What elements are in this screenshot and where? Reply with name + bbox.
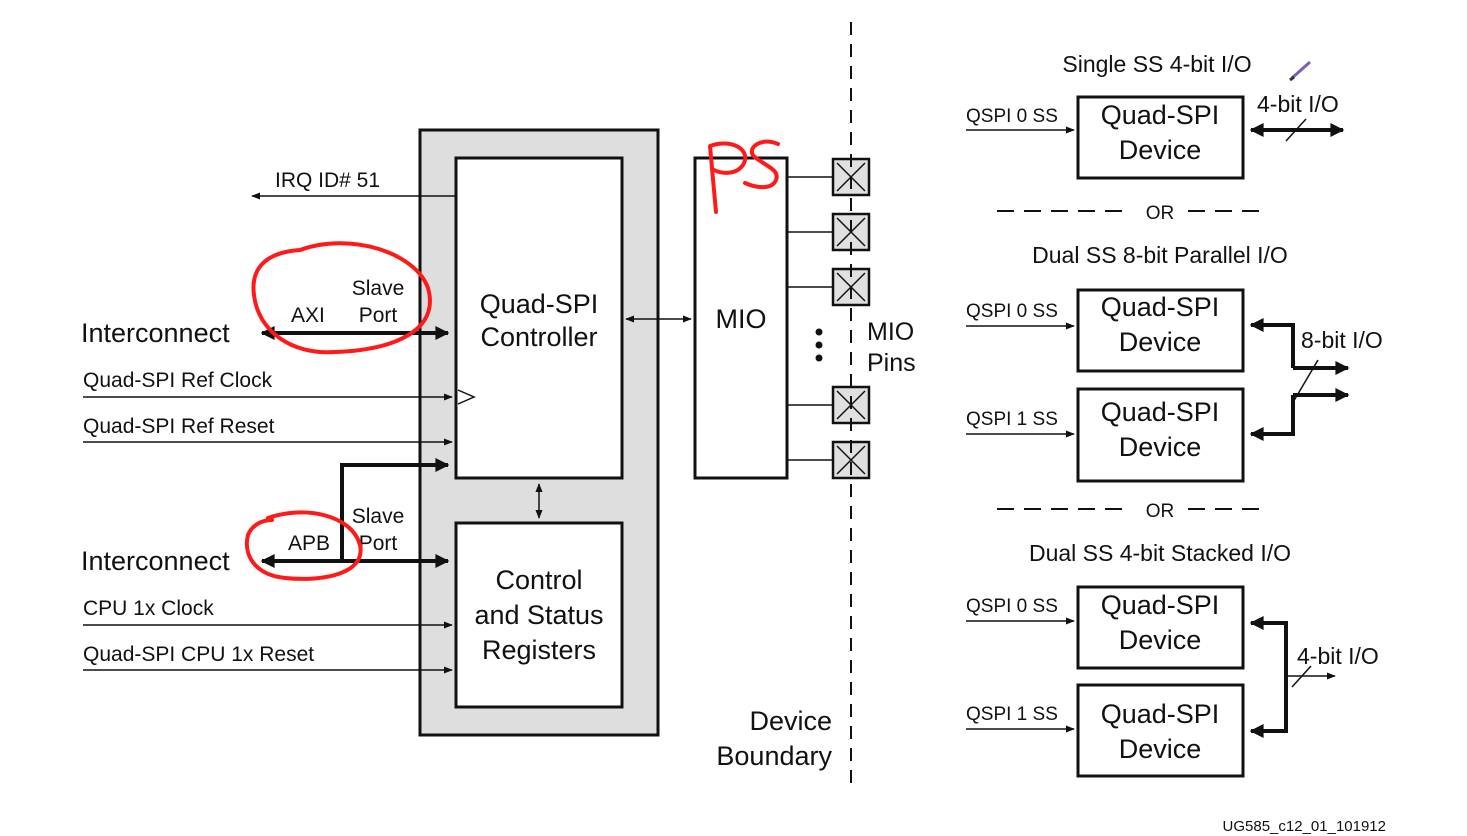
red-annotation bbox=[244, 139, 780, 581]
qspi1-ss-label: QSPI 1 SS bbox=[966, 409, 1058, 430]
qspi1-ss-label: QSPI 1 SS bbox=[966, 704, 1058, 725]
axi-interconnect-label: Interconnect bbox=[81, 318, 230, 348]
parallel-io-top-bus bbox=[1249, 318, 1295, 368]
device-label-line2: Device bbox=[1119, 135, 1202, 165]
dual-parallel-title: Dual SS 8-bit Parallel I/O bbox=[1032, 242, 1288, 268]
controller-label-line2: Controller bbox=[480, 322, 597, 352]
clock-input-triangle bbox=[457, 389, 476, 405]
quad-spi-device-box bbox=[1076, 387, 1245, 483]
mio-pins-label-line1: MIO bbox=[867, 318, 914, 346]
bus-width-slash bbox=[1291, 359, 1319, 405]
single-io-label: 4-bit I/O bbox=[1257, 91, 1339, 117]
ellipsis-dot bbox=[815, 354, 823, 362]
parallel-io-bottom-bus bbox=[1249, 395, 1295, 441]
registers-label-line3: Registers bbox=[482, 635, 596, 665]
device-label-line1: Quad-SPI bbox=[1101, 100, 1220, 130]
apb-label: APB bbox=[288, 532, 330, 555]
mio-box bbox=[693, 156, 789, 480]
apb-slave-label-line2: Port bbox=[359, 532, 398, 555]
quad-spi-device-box bbox=[1076, 95, 1245, 180]
apb-slave-label-line1: Slave bbox=[352, 505, 405, 528]
dual-stacked-title: Dual SS 4-bit Stacked I/O bbox=[1029, 540, 1291, 566]
registers-label-line2: and Status bbox=[474, 600, 603, 630]
axi-slave-label-line2: Port bbox=[359, 304, 398, 327]
control-status-registers-box bbox=[454, 521, 624, 709]
device-label-line1: Quad-SPI bbox=[1101, 699, 1220, 729]
quad-spi-device-box bbox=[1076, 585, 1245, 670]
mio-label: MIO bbox=[716, 304, 767, 334]
parallel-io-label: 8-bit I/O bbox=[1301, 327, 1383, 353]
qspi0-ss-label: QSPI 0 SS bbox=[966, 596, 1058, 617]
irq-label: IRQ ID# 51 bbox=[275, 169, 380, 192]
device-label-line1: Quad-SPI bbox=[1101, 590, 1220, 620]
ellipsis-dot bbox=[815, 341, 823, 349]
device-label-line2: Device bbox=[1119, 734, 1202, 764]
or-separator-label: OR bbox=[1146, 203, 1175, 224]
apb-circle-annotation bbox=[244, 510, 363, 581]
ellipsis-dot bbox=[815, 328, 823, 336]
device-label-line2: Device bbox=[1119, 432, 1202, 462]
or-separator-label: OR bbox=[1146, 501, 1175, 522]
device-label-line2: Device bbox=[1119, 327, 1202, 357]
controller-label-line1: Quad-SPI bbox=[480, 289, 599, 319]
stacked-io-label: 4-bit I/O bbox=[1297, 643, 1379, 669]
quad-spi-controller-box bbox=[454, 156, 624, 480]
bus-width-slash bbox=[1285, 118, 1307, 142]
axi-circle-annotation bbox=[251, 241, 432, 355]
cpu-clock-label: CPU 1x Clock bbox=[83, 597, 214, 620]
axi-slave-label-line1: Slave bbox=[352, 277, 405, 300]
device-boundary-line2: Boundary bbox=[716, 741, 832, 771]
cpu-reset-label: Quad-SPI CPU 1x Reset bbox=[83, 643, 314, 666]
mio-pins-label-line2: Pins bbox=[867, 349, 916, 377]
ref-reset-label: Quad-SPI Ref Reset bbox=[83, 415, 275, 438]
axi-label: AXI bbox=[291, 304, 325, 327]
device-label-line1: Quad-SPI bbox=[1101, 292, 1220, 322]
single-ss-title: Single SS 4-bit I/O bbox=[1062, 51, 1251, 77]
qspi0-ss-label: QSPI 0 SS bbox=[966, 301, 1058, 322]
bus-width-slash bbox=[1291, 665, 1312, 688]
device-boundary-line1: Device bbox=[749, 706, 832, 736]
registers-label-line1: Control bbox=[495, 565, 582, 595]
ps-handwriting-annotation bbox=[708, 139, 780, 214]
quad-spi-device-box bbox=[1076, 288, 1245, 373]
apb-to-controller-arrow bbox=[340, 458, 450, 561]
device-label-line1: Quad-SPI bbox=[1101, 397, 1220, 427]
ref-clock-label: Quad-SPI Ref Clock bbox=[83, 369, 273, 392]
figure-id: UG585_c12_01_101912 bbox=[1223, 818, 1386, 835]
device-label-line2: Device bbox=[1119, 625, 1202, 655]
apb-interconnect-label: Interconnect bbox=[81, 546, 230, 576]
quad-spi-device-box bbox=[1076, 683, 1245, 778]
pencil-cursor-icon bbox=[1289, 60, 1311, 82]
qspi0-ss-label: QSPI 0 SS bbox=[966, 106, 1058, 127]
